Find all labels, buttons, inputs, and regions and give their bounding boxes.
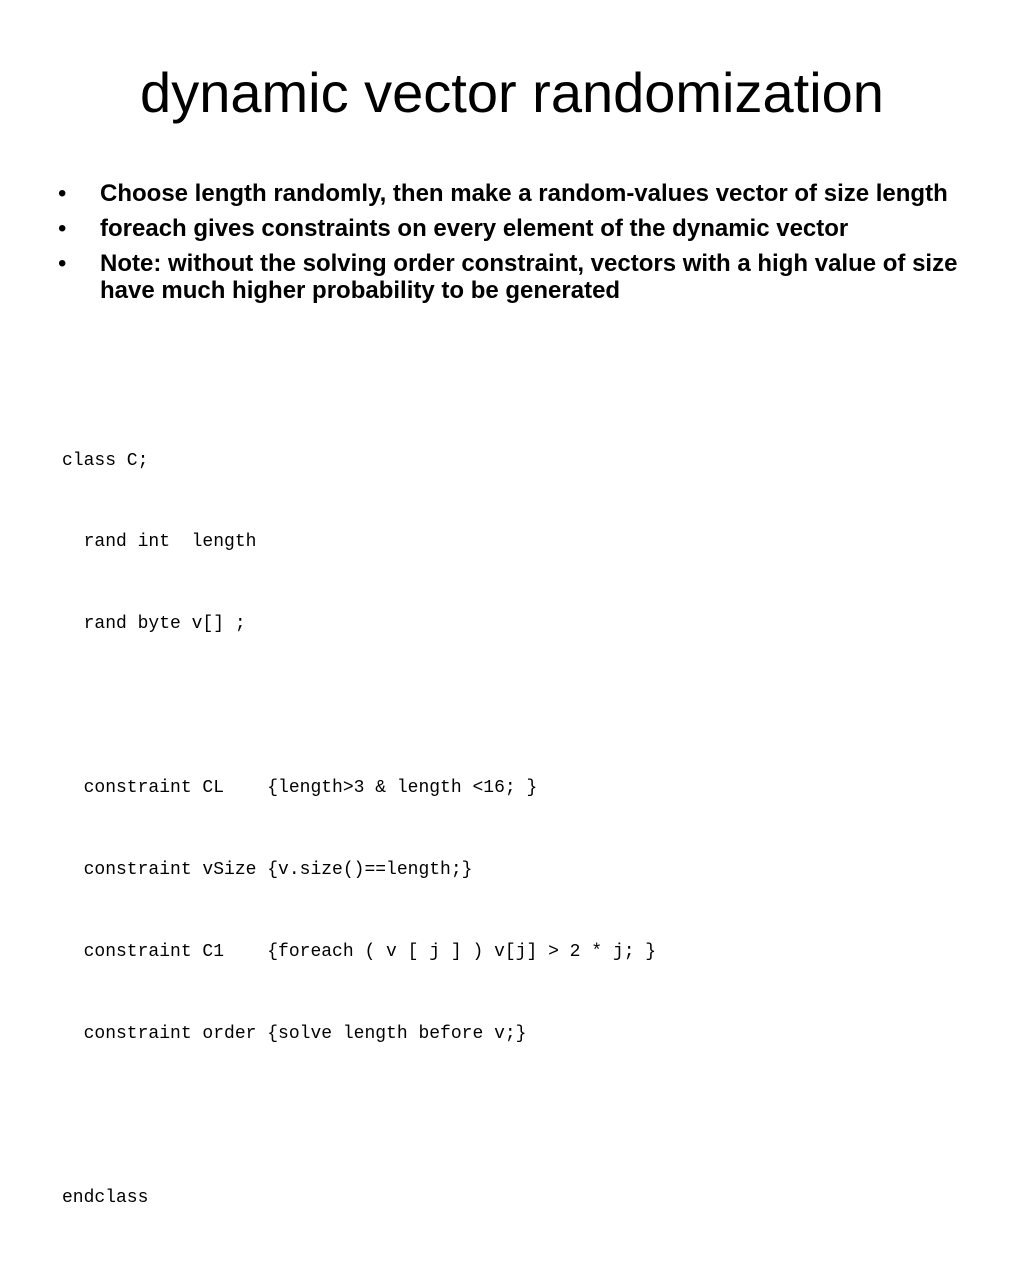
slide: dynamic vector randomization • Choose le…: [58, 61, 958, 1208]
bullet-text: foreach gives constraints on every eleme…: [100, 215, 849, 242]
code-line: [62, 1103, 656, 1130]
bullet-item: • foreach gives constraints on every ele…: [58, 215, 958, 242]
code-line: rand byte v[] ;: [62, 614, 246, 635]
bullet-icon: •: [58, 215, 67, 242]
bullet-icon: •: [58, 250, 67, 277]
code-line: constraint C1 {foreach ( v [ j ] ) v[j] …: [62, 941, 657, 962]
bullet-item: • Note: without the solving order constr…: [58, 250, 958, 304]
code-line: class C;: [62, 450, 149, 471]
code-line: endclass: [62, 1187, 149, 1208]
bullet-list: • Choose length randomly, then make a ra…: [58, 180, 958, 312]
slide-title: dynamic vector randomization: [140, 61, 884, 124]
code-line: constraint order {solve length before v;…: [62, 1023, 527, 1044]
code-line: rand int length: [62, 532, 257, 553]
code-line: constraint CL {length>3 & length <16; }: [62, 778, 538, 799]
code-line: [62, 693, 656, 720]
bullet-item: • Choose length randomly, then make a ra…: [58, 180, 958, 207]
code-block: class C; rand int length rand byte v[] ;…: [62, 393, 656, 1267]
code-line: constraint vSize {v.size()==length;}: [62, 860, 473, 881]
bullet-text: Choose length randomly, then make a rand…: [100, 180, 948, 207]
bullet-text: Note: without the solving order constrai…: [100, 250, 958, 304]
bullet-icon: •: [58, 180, 67, 207]
